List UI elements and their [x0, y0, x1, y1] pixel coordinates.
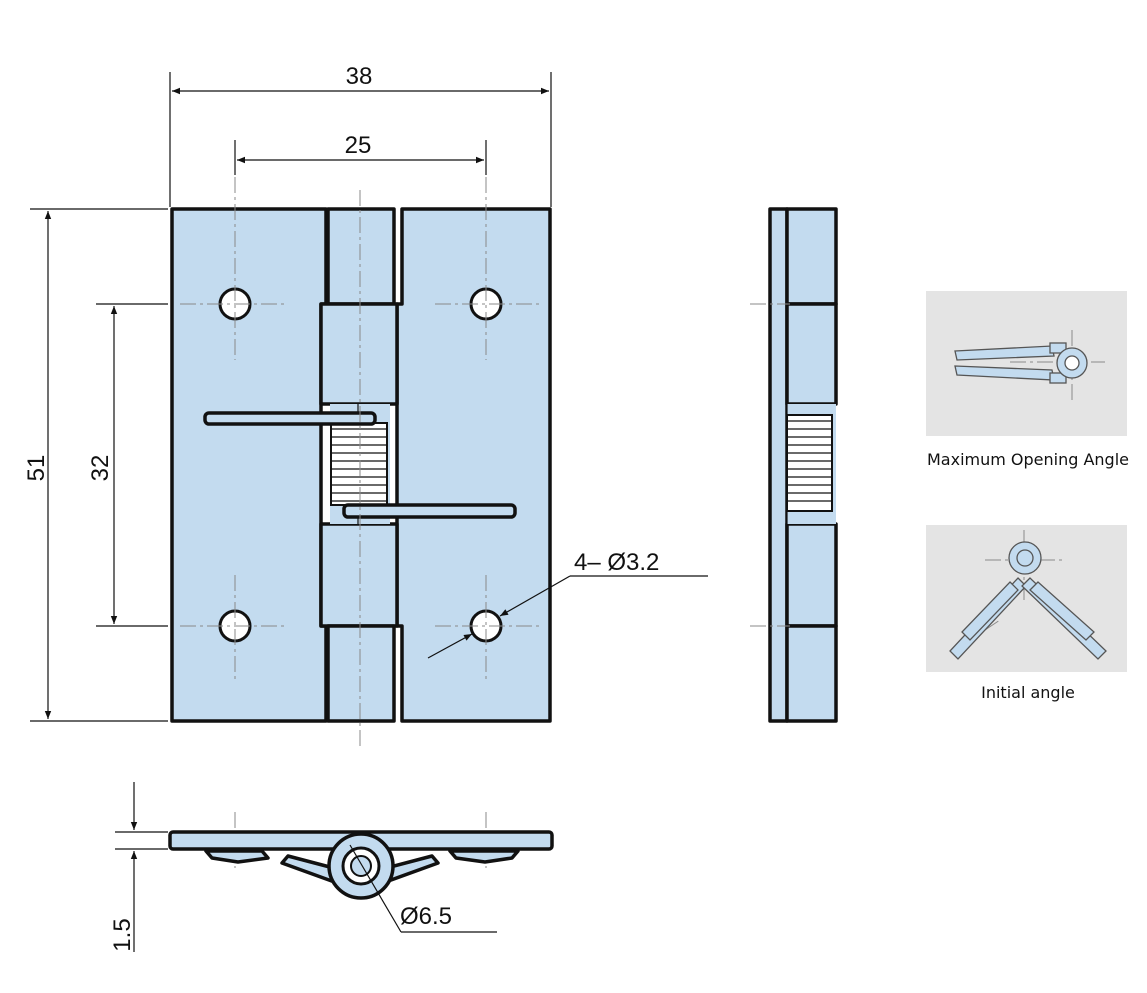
initial-angle-panel: Initial angle [926, 525, 1127, 702]
caption-max-opening: Maximum Opening Angle [927, 450, 1129, 469]
knuckle-lower-mid [319, 522, 399, 628]
dimensions: 38 25 51 32 4– Ø3.2 [23, 63, 708, 722]
spring-arm-left [203, 411, 377, 426]
hole-callout: 4– Ø3.2 [574, 549, 659, 576]
left-leaf [170, 207, 328, 723]
max-opening-panel: Maximum Opening Angle [926, 291, 1129, 469]
side-view [750, 207, 838, 723]
dim-hole-spacing-height: 32 [87, 455, 114, 482]
dim-thickness: 1.5 [109, 918, 136, 951]
front-view [170, 150, 552, 750]
spring-arm-right [342, 503, 517, 519]
dim-overall-width: 38 [346, 63, 373, 90]
right-leaf [395, 207, 552, 723]
knuckle-bottom [326, 624, 396, 723]
caption-initial-angle: Initial angle [981, 683, 1075, 702]
knuckle-top [326, 207, 396, 306]
knuckle-upper-mid [319, 302, 399, 406]
dim-hole-spacing-width: 25 [345, 132, 372, 159]
dim-overall-height: 51 [23, 455, 50, 482]
top-view: 1.5 Ø6.5 [109, 782, 554, 952]
pin-diameter-callout: Ø6.5 [400, 903, 452, 930]
